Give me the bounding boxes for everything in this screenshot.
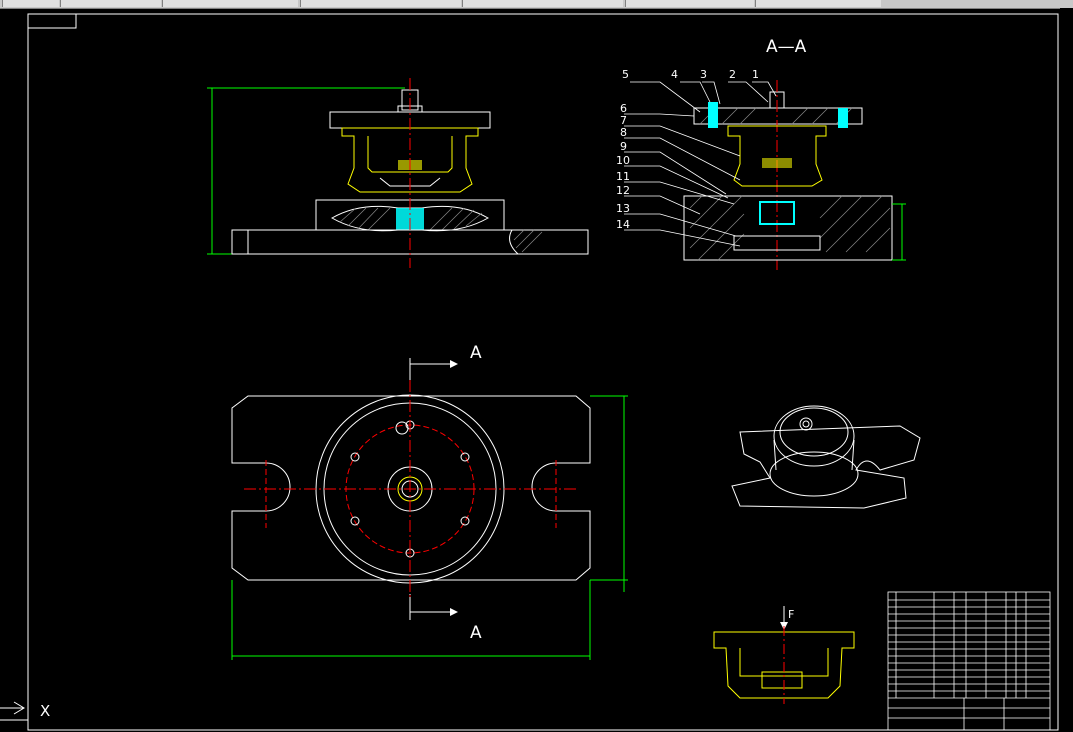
lineweight-dropdown[interactable] <box>462 0 623 7</box>
top-view: A A <box>231 343 628 660</box>
cut-label-top: A <box>470 343 482 363</box>
drawing-border <box>27 13 1059 731</box>
balloon-10: 10 <box>616 154 630 167</box>
plotstyle-dropdown[interactable] <box>625 0 754 7</box>
balloon-6: 6 <box>620 102 627 115</box>
balloon-9: 9 <box>620 140 627 153</box>
style-dropdown[interactable] <box>755 0 881 7</box>
isometric-view <box>731 405 921 509</box>
border-corner-tag <box>28 14 77 29</box>
front-view <box>207 78 589 268</box>
ucs-x-label: X <box>40 702 50 720</box>
balloon-3: 3 <box>700 68 707 81</box>
section-view: A—A <box>616 37 906 270</box>
balloon-14: 14 <box>616 218 630 231</box>
color-dropdown[interactable] <box>162 0 298 7</box>
balloon-12: 12 <box>616 184 630 197</box>
balloon-7: 7 <box>620 114 627 127</box>
toolbar-button[interactable] <box>2 0 59 7</box>
toolbar-strip <box>0 0 1073 9</box>
balloon-13: 13 <box>616 202 630 215</box>
section-title: A—A <box>766 37 807 57</box>
balloon-11: 11 <box>616 170 630 183</box>
balloon-8: 8 <box>620 126 627 139</box>
view-label: F <box>788 608 794 621</box>
drawing-canvas[interactable]: A—A <box>0 8 1073 732</box>
balloon-5: 5 <box>622 68 629 81</box>
ucs-icon <box>0 701 28 721</box>
balloon-4: 4 <box>671 68 678 81</box>
detail-view: F <box>713 606 855 704</box>
vertical-scrollbar[interactable] <box>1060 8 1073 732</box>
layer-dropdown[interactable] <box>60 0 161 7</box>
balloon-1: 1 <box>752 68 759 81</box>
linetype-dropdown[interactable] <box>300 0 461 7</box>
cut-label-bottom: A <box>470 623 482 643</box>
title-block <box>887 591 1051 731</box>
balloon-2: 2 <box>729 68 736 81</box>
